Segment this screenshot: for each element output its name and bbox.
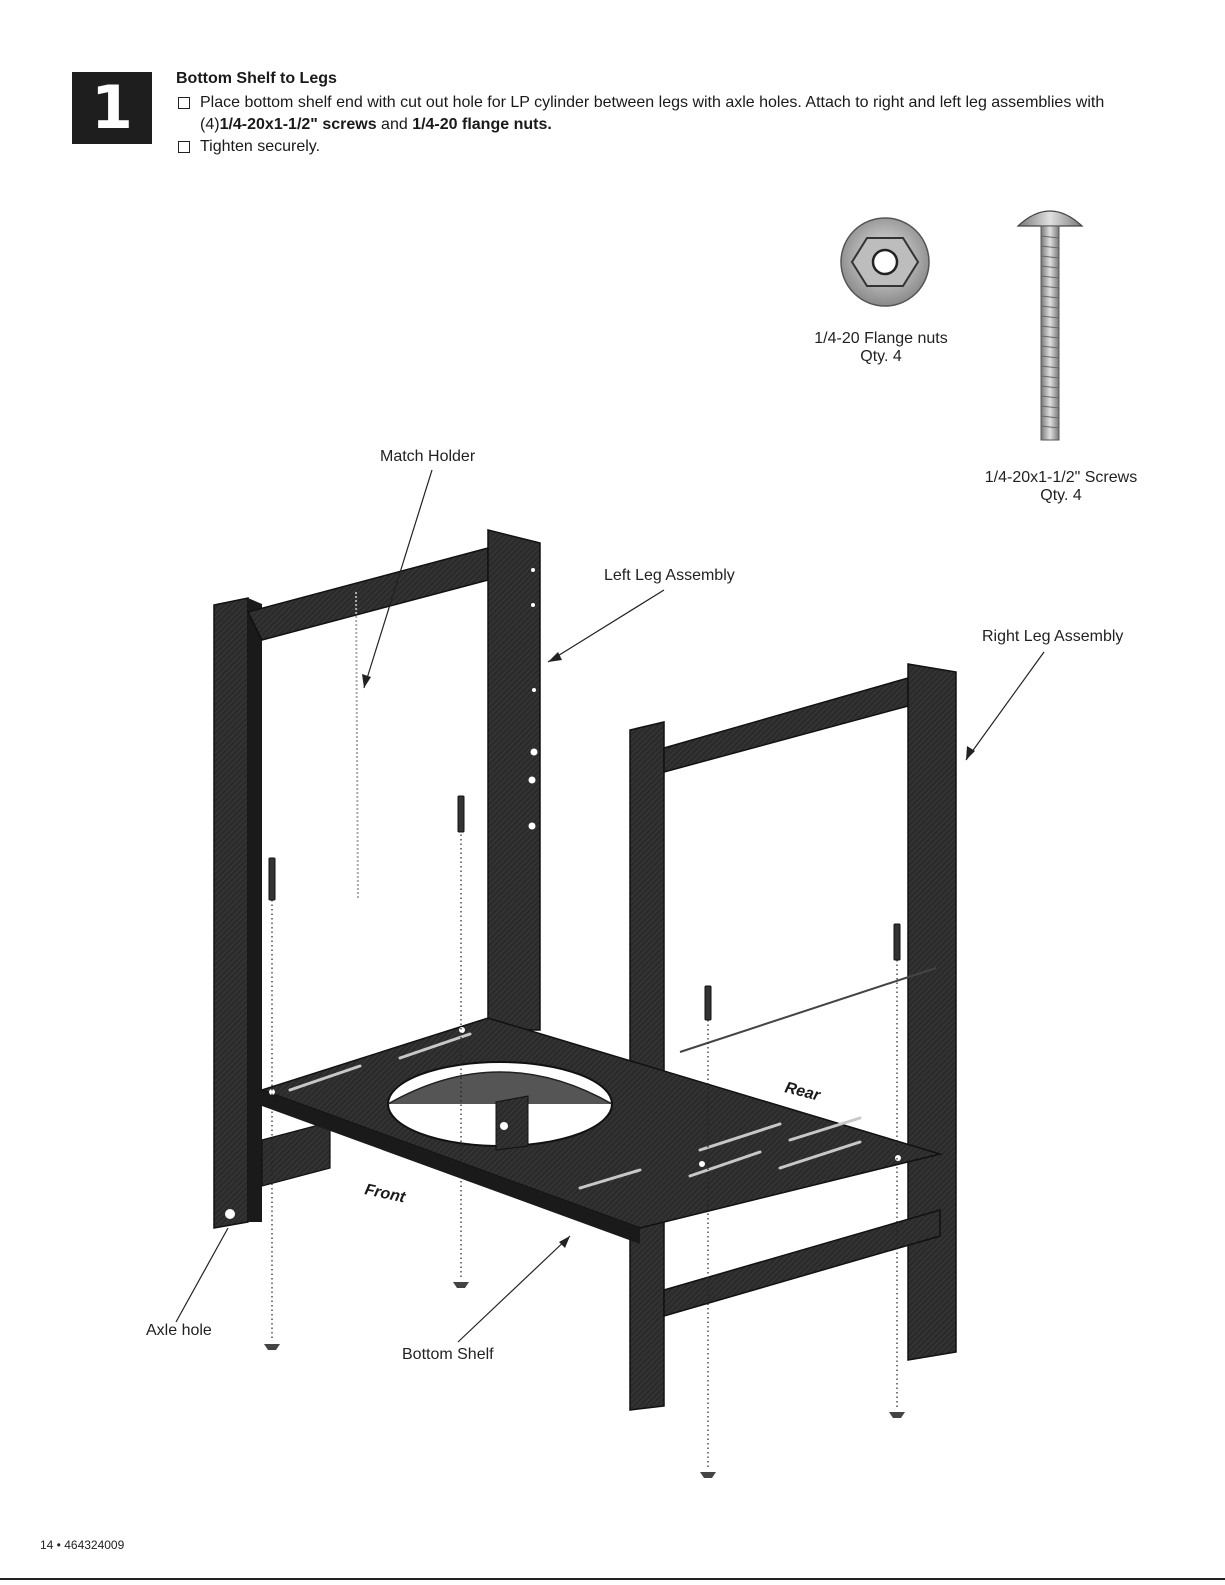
screw-paths — [271, 830, 898, 1470]
page-footer: 14 • 464324009 — [40, 1538, 125, 1552]
diagram-nuts — [264, 1282, 905, 1478]
step-number-badge: 1 — [72, 72, 152, 144]
nut-spec: 1/4-20 flange nuts. — [412, 116, 552, 133]
leader-lines — [175, 469, 1045, 1343]
screw-icon — [1016, 210, 1084, 441]
right-leg-label: Right Leg Assembly — [982, 628, 1124, 645]
left-leg-assembly — [213, 529, 541, 1229]
bottom-shelf-label: Bottom Shelf — [402, 1346, 494, 1363]
qty-prefix: (4) — [200, 116, 220, 133]
screw-label: 1/4-20x1-1/2" Screws — [984, 469, 1138, 486]
screw-qty: Qty. 4 — [1040, 487, 1082, 504]
leader-arrowheads — [362, 652, 975, 1248]
left-leg-label: Left Leg Assembly — [604, 567, 735, 584]
rear-label: Rear — [783, 1079, 822, 1104]
bottom-rule — [0, 1578, 1225, 1580]
and-text: and — [376, 116, 413, 133]
step-title: Bottom Shelf to Legs — [176, 70, 337, 87]
nut-qty: Qty. 4 — [860, 348, 902, 365]
checkbox-icon[interactable] — [178, 141, 190, 153]
screw-spec: 1/4-20x1-1/2" screws — [219, 116, 377, 133]
front-label: Front — [363, 1181, 407, 1206]
instructions: Bottom Shelf to Legs Place bottom shelf … — [176, 68, 1156, 158]
nut-part-label: 1/4-20 Flange nuts Qty. 4 — [806, 330, 956, 366]
instruction-item-1: Place bottom shelf end with cut out hole… — [176, 92, 1156, 114]
match-holder-label: Match Holder — [380, 448, 476, 465]
diagram-screws — [268, 795, 901, 1021]
instruction-item-2: Tighten securely. — [176, 136, 1156, 158]
axle-hole-label: Axle hole — [146, 1322, 212, 1339]
checkbox-icon[interactable] — [178, 97, 190, 109]
instruction-text-1: Place bottom shelf end with cut out hole… — [200, 94, 1105, 111]
instruction-text-2: Tighten securely. — [200, 138, 321, 155]
screw-part-label: 1/4-20x1-1/2" Screws Qty. 4 — [976, 469, 1146, 505]
bottom-shelf — [259, 1017, 943, 1244]
nut-label: 1/4-20 Flange nuts — [814, 330, 948, 347]
flange-nut-icon — [840, 217, 930, 307]
right-leg-assembly — [629, 663, 957, 1411]
instruction-continuation: (4)1/4-20x1-1/2" screws and 1/4-20 flang… — [176, 114, 1156, 136]
